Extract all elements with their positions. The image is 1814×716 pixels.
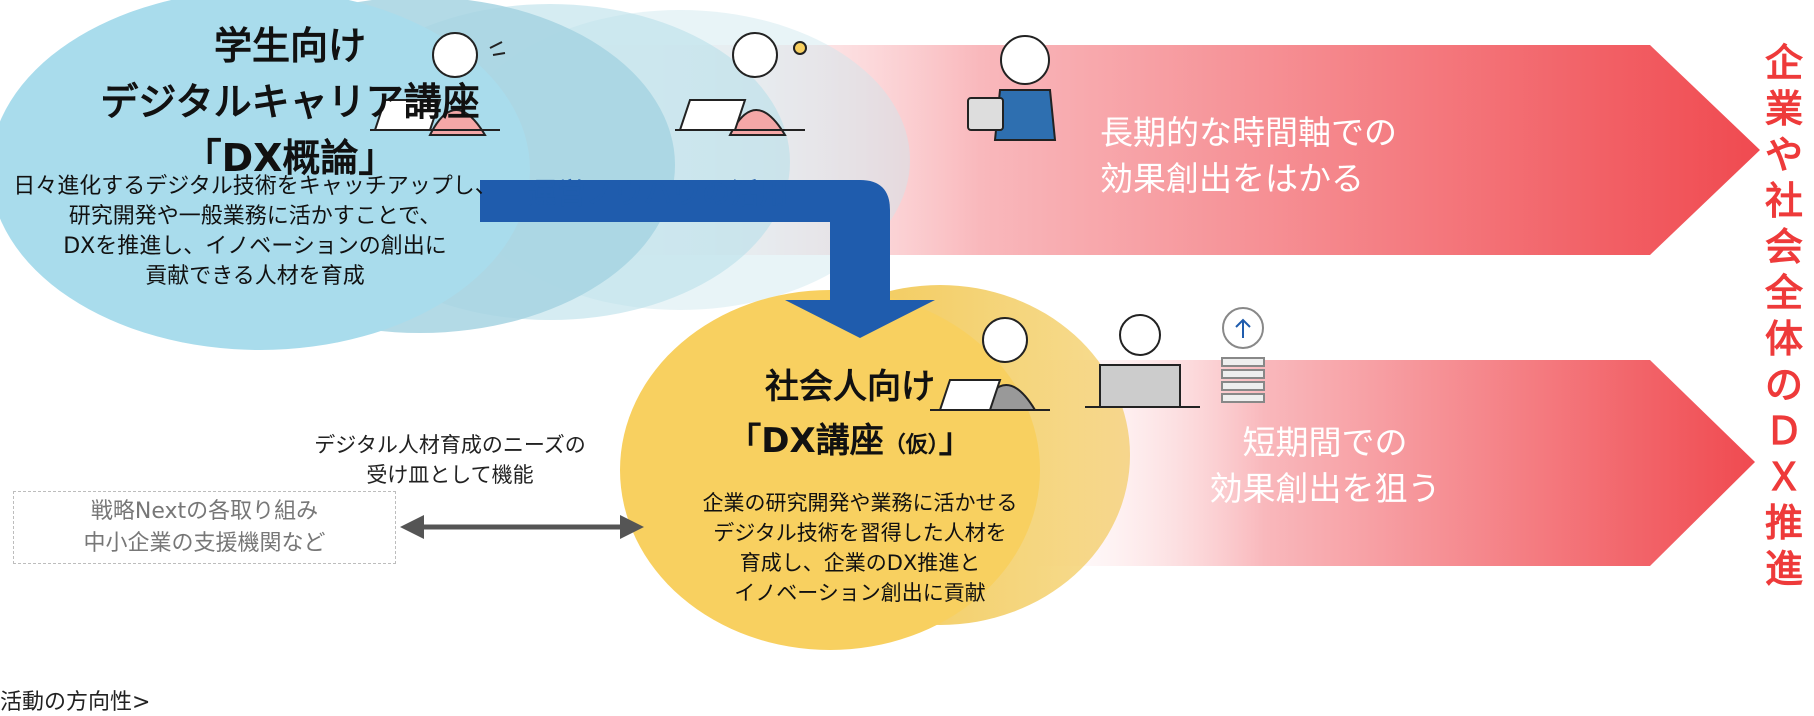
student-thinking-icon xyxy=(370,32,506,136)
worker-title-line1: 社会人向け xyxy=(765,367,935,407)
student-desc-line3: DXを推進し、イノベーションの創出に xyxy=(63,234,447,259)
short-term-arrow xyxy=(1000,360,1755,566)
long-term-line1: 長期的な時間軸での xyxy=(1100,113,1397,152)
student-title-line3: 「DX概論」 xyxy=(183,136,397,180)
dx-promotion-vertical-text: 企 業 や 社 会 全 体 の Ｄ Ｘ 推 進 xyxy=(1756,40,1812,592)
vertical-char: 企 xyxy=(1764,41,1803,85)
know-how-arrow xyxy=(480,180,935,338)
worker-desc-line1: 企業の研究開発や業務に活かせる xyxy=(702,491,1018,515)
cloud-upload-icon xyxy=(1221,307,1265,403)
student-title-line1: 学生向け xyxy=(213,24,366,68)
student-idea-icon xyxy=(675,32,807,136)
student-circle xyxy=(0,0,530,350)
know-how-label: 運営ノウハウの活用 xyxy=(528,177,790,210)
woman-tablet-icon xyxy=(967,35,1057,141)
bidirectional-arrow xyxy=(400,515,644,539)
partners-line1: 戦略Nextの各取り組み xyxy=(90,499,319,524)
student-title-line2: デジタルキャリア講座 xyxy=(100,80,480,124)
worker-course-description: 企業の研究開発や業務に活かせる デジタル技術を習得した人材を 育成し、企業のDX… xyxy=(660,488,1060,608)
student-desc-line4: 貢献できる人材を育成 xyxy=(145,264,365,289)
student-course-description: 日々進化するデジタル技術をキャッチアップし、 研究開発や一般業務に活かすことで、… xyxy=(10,172,500,292)
needs-label: デジタル人材育成のニーズの 受け皿として機能 xyxy=(280,430,620,490)
worker-title-line2: 「DX講座（仮）」 xyxy=(660,414,1040,473)
partners-line2: 中小企業の支援機関など xyxy=(83,531,326,556)
partners-box: 戦略Nextの各取り組み 中小企業の支援機関など xyxy=(13,491,396,564)
businessman-laptop-icon xyxy=(1085,314,1200,408)
needs-line1: デジタル人材育成のニーズの xyxy=(314,433,586,457)
vertical-char: 進 xyxy=(1764,547,1803,591)
long-term-line2: 効果創出をはかる xyxy=(1100,159,1364,198)
vertical-char: の xyxy=(1764,363,1803,407)
worker-title-main: 「DX講座 xyxy=(727,421,884,461)
vertical-char: や xyxy=(1764,133,1803,177)
vertical-char: 会 xyxy=(1764,225,1803,269)
worker-title-tentative: （仮） xyxy=(883,433,939,458)
vertical-char: 社 xyxy=(1764,179,1803,223)
worker-course-title: 社会人向け 「DX講座（仮）」 xyxy=(660,360,1040,473)
vertical-char: 推 xyxy=(1764,501,1803,545)
worker-title-bracket: 」 xyxy=(938,421,973,461)
short-term-line2: 効果創出を狙う xyxy=(1209,469,1441,508)
vertical-char: 体 xyxy=(1764,317,1803,361)
short-term-line1: 短期間での xyxy=(1242,423,1408,462)
student-course-title: 学生向け デジタルキャリア講座 「DX概論」 xyxy=(20,18,560,186)
worker-desc-line3: 育成し、企業のDX推進と xyxy=(739,551,981,575)
worker-desc-line2: デジタル技術を習得した人材を xyxy=(713,521,1007,545)
student-desc-line2: 研究開発や一般業務に活かすことで、 xyxy=(68,204,442,229)
vertical-char: Ｄ xyxy=(1764,409,1803,453)
worker-circle xyxy=(620,290,1040,650)
vertical-char: Ｘ xyxy=(1764,455,1803,499)
businessman-thinking-icon xyxy=(930,317,1050,411)
needs-line2: 受け皿として機能 xyxy=(366,463,534,487)
vertical-char: 全 xyxy=(1764,271,1803,315)
vertical-char: 業 xyxy=(1764,87,1803,131)
long-term-effect-text: 長期的な時間軸での 効果創出をはかる xyxy=(1100,110,1520,202)
worker-desc-line4: イノベーション創出に貢献 xyxy=(734,581,986,605)
student-desc-line1: 日々進化するデジタル技術をキャッチアップし、 xyxy=(13,174,497,199)
short-term-effect-text: 短期間での 効果創出を狙う xyxy=(1140,420,1510,512)
footnote: 活動の方向性> xyxy=(0,690,151,715)
